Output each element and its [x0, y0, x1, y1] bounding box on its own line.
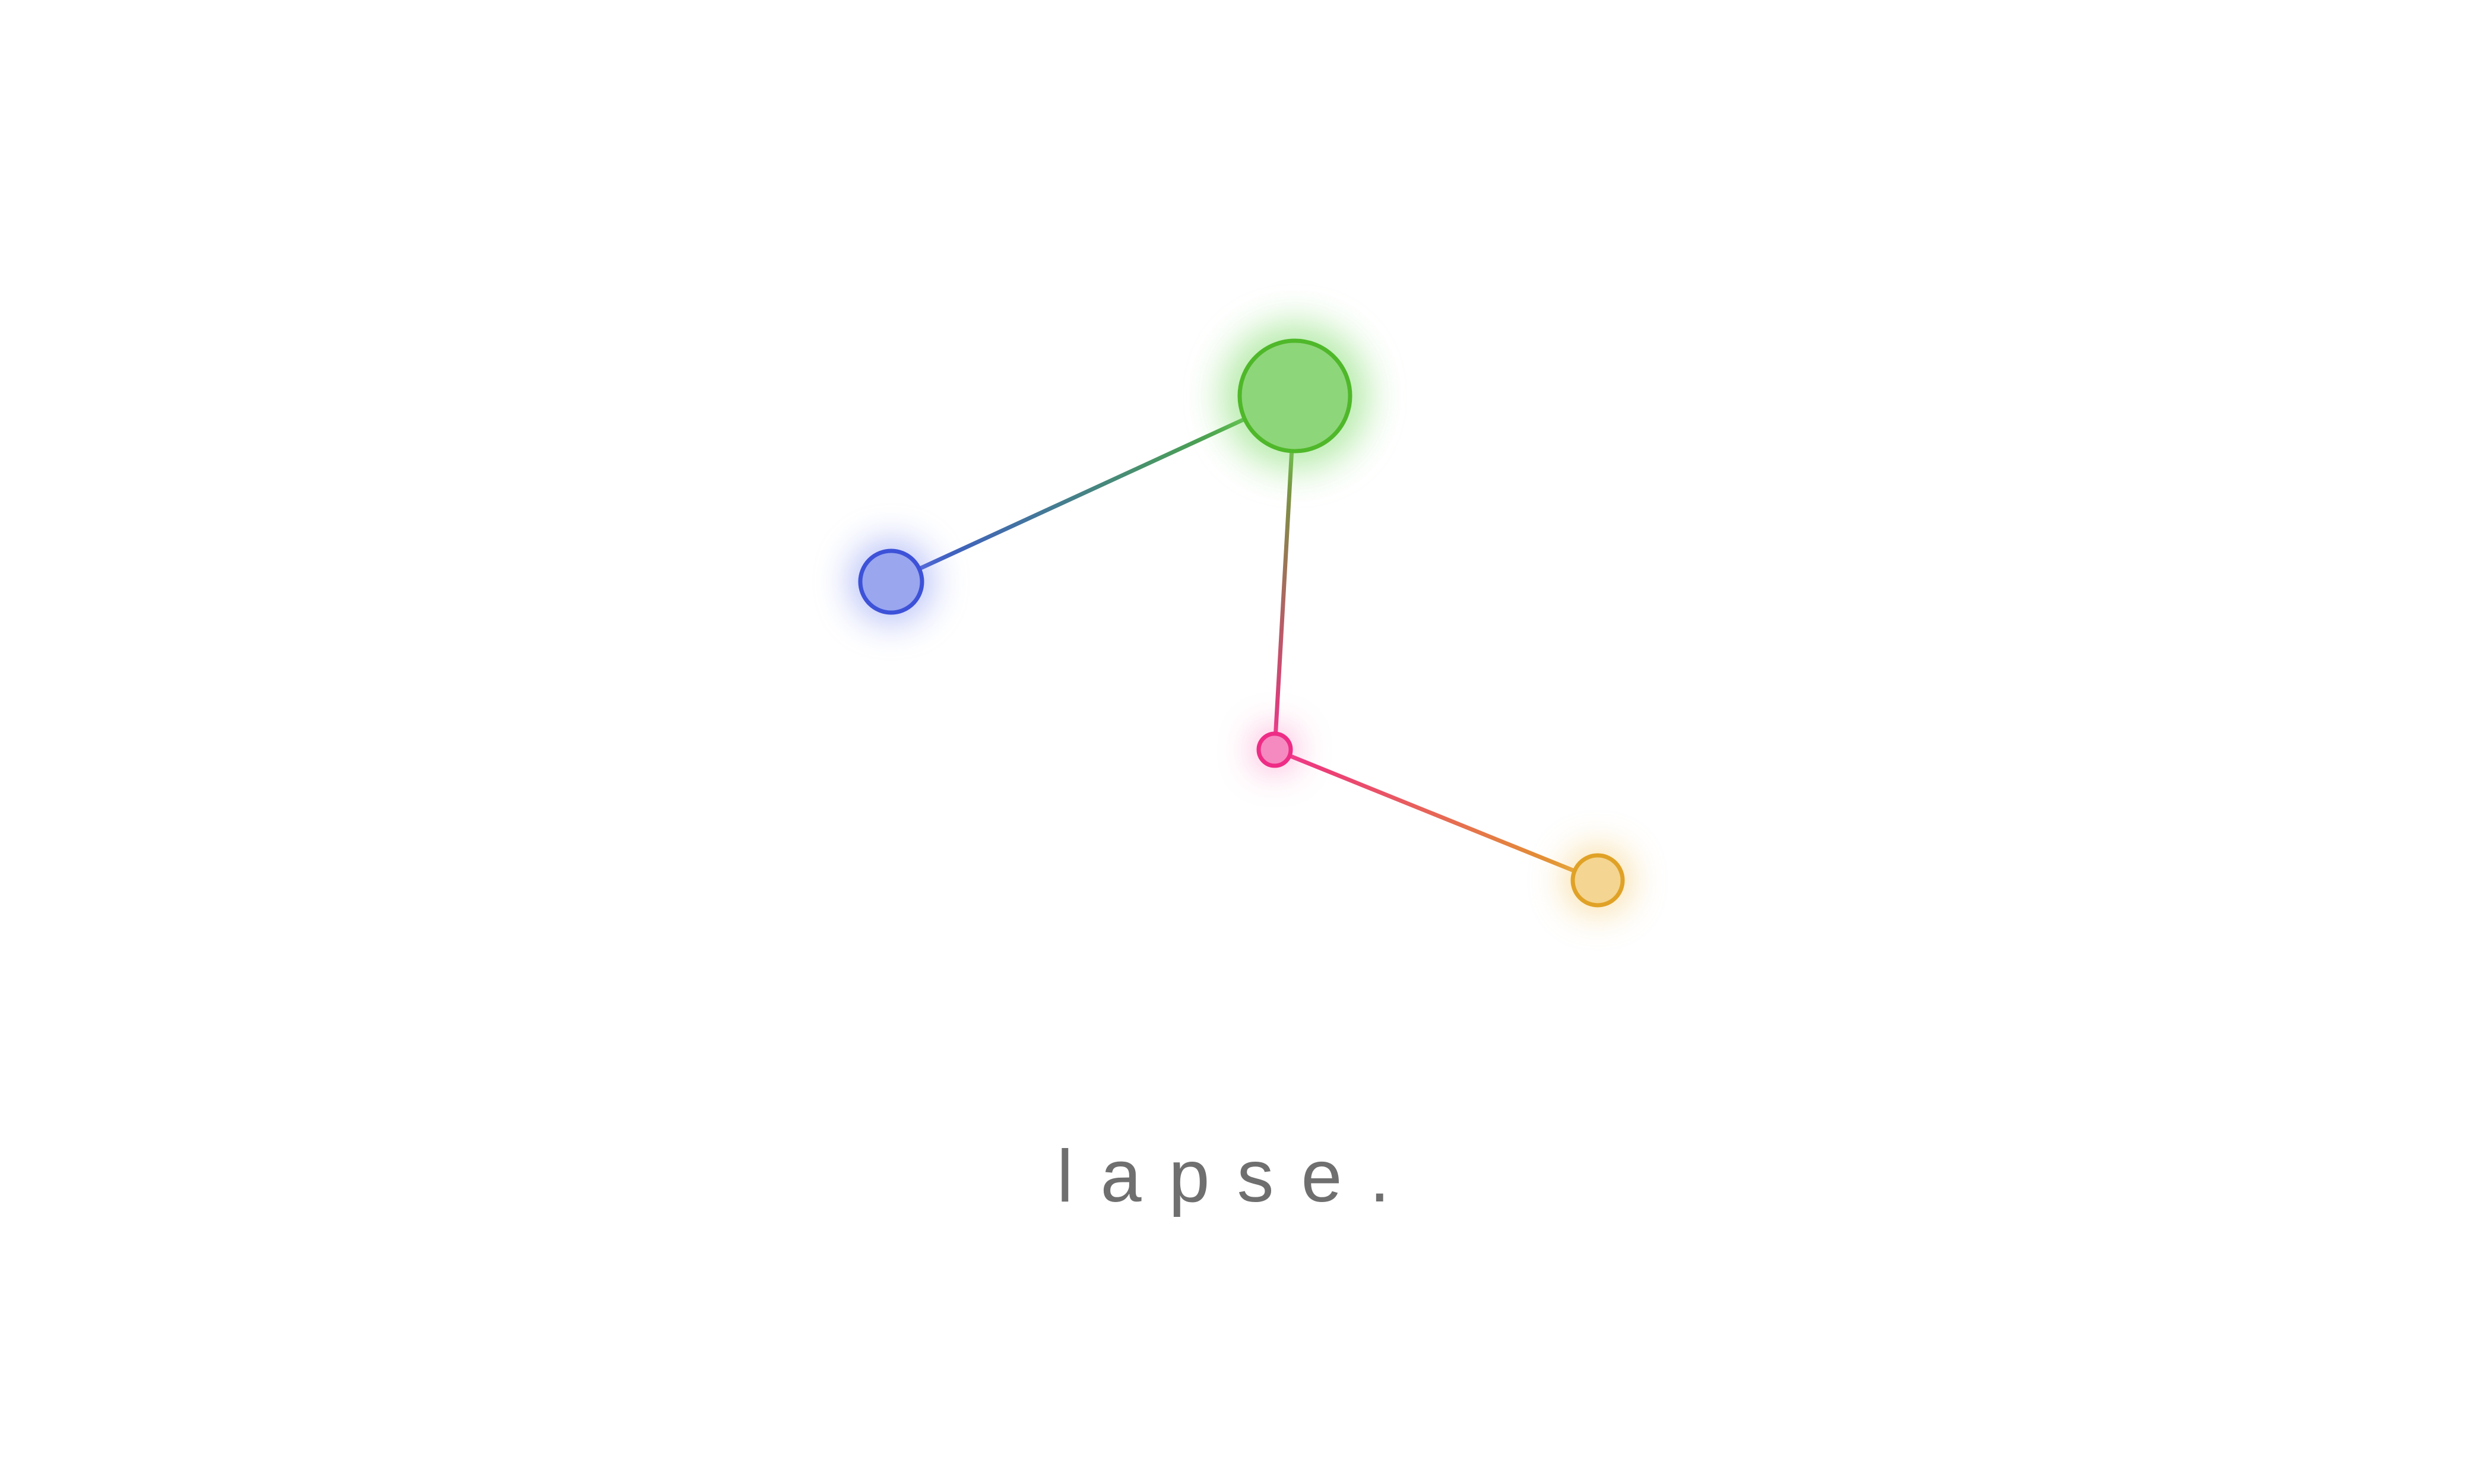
- node-pink: [1253, 728, 1297, 772]
- node-orange: [1564, 846, 1632, 914]
- edge-pink-orange: [1272, 747, 1600, 883]
- node-orange-circle: [1570, 853, 1625, 908]
- node-blue-circle: [858, 548, 924, 615]
- node-green: [1220, 321, 1370, 471]
- node-green-circle: [1237, 338, 1352, 454]
- node-blue: [849, 540, 933, 624]
- node-pink-circle: [1256, 731, 1293, 768]
- wordmark: lapse.: [1057, 1136, 1417, 1217]
